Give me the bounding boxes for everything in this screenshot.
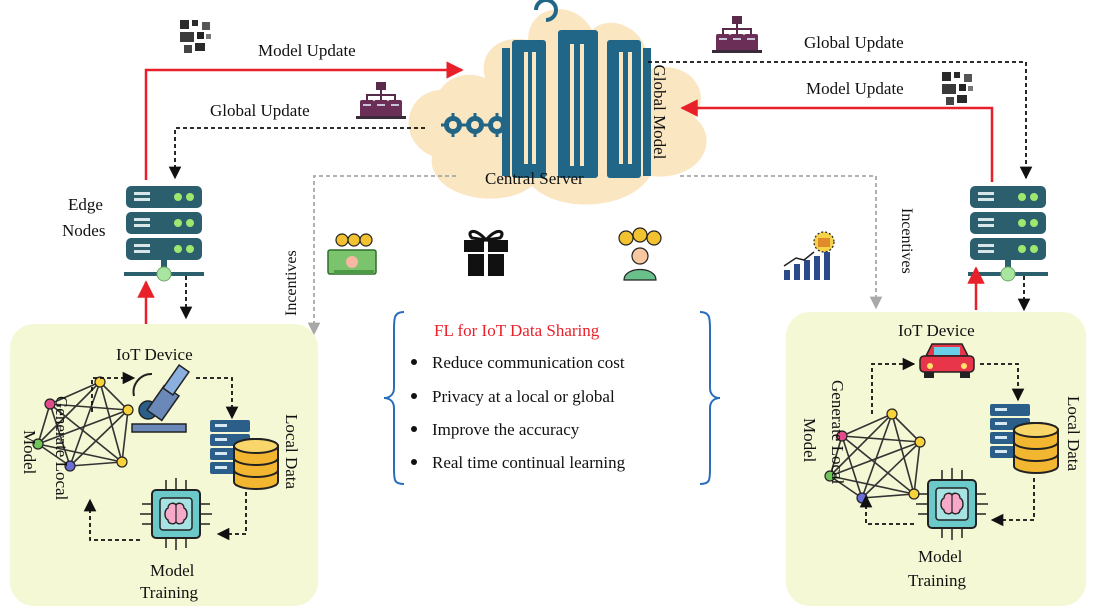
flow-arrow-right-left <box>859 494 914 525</box>
local-data-left-label: Local Data <box>282 414 301 489</box>
local-data-right-label: Local Data <box>1064 396 1083 471</box>
edge-server-icon <box>123 185 205 282</box>
iot-panel-right <box>786 312 1086 606</box>
bullet-3 <box>411 426 417 432</box>
model-training-right-l1: Model <box>918 547 963 566</box>
model-training-left-l2: Training <box>140 583 198 602</box>
right-brace <box>699 311 721 485</box>
bullet-1 <box>411 359 417 365</box>
qr-blocks-icon <box>180 20 211 53</box>
cluster-folders-icon <box>712 16 762 53</box>
model-update-right-label: Model Update <box>806 79 904 98</box>
model-update-arrow-right <box>680 99 994 182</box>
global-update-left-label: Global Update <box>210 101 310 120</box>
flow-arrow-right-right <box>980 363 1025 402</box>
global-update-arrow-left <box>168 127 425 180</box>
flow-arrow-left-bottom <box>216 492 247 541</box>
flow-arrow-left-left <box>83 498 140 541</box>
model-training-left-l1: Model <box>150 561 195 580</box>
fl-item-2: Privacy at a local or global <box>432 387 615 406</box>
edge-server-icon <box>967 185 1049 282</box>
gift-box-icon <box>464 230 508 276</box>
fl-benefits-box: FL for IoT Data Sharing Reduce communica… <box>383 311 721 485</box>
model-training-right-l2: Training <box>908 571 966 590</box>
car-icon <box>919 343 975 378</box>
central-server-label: Central Server <box>485 169 584 188</box>
flow-arrow-left-right <box>196 377 239 420</box>
cluster-folders-icon <box>356 82 406 119</box>
growth-chart-icon <box>783 231 835 280</box>
generate-local-model-right-l1: Generate Local <box>828 380 847 485</box>
microscope-icon <box>131 364 190 433</box>
incentives-left-label: Incentives <box>283 250 300 316</box>
global-update-right-label: Global Update <box>804 33 904 52</box>
money-gift-icon <box>327 233 377 275</box>
left-brace <box>383 311 405 485</box>
server-cluster-icon <box>502 0 651 178</box>
bullet-2 <box>411 393 417 399</box>
iot-device-right-label: IoT Device <box>898 321 975 340</box>
fl-item-4: Real time continual learning <box>432 453 626 472</box>
global-model-label: Global Model <box>650 65 669 160</box>
fl-box-title: FL for IoT Data Sharing <box>434 321 600 340</box>
edge-nodes-label-line1: Edge <box>68 195 103 214</box>
flow-arrow-right-top <box>871 357 916 414</box>
bullet-4 <box>411 459 417 465</box>
gears-icon <box>441 113 509 137</box>
generate-local-model-left-l1: Generate Local <box>52 396 71 501</box>
edge-nodes-label-line2: Nodes <box>62 221 105 240</box>
fl-item-1: Reduce communication cost <box>432 353 625 372</box>
incentives-right-label: Incentives <box>898 208 915 274</box>
model-update-left-label: Model Update <box>258 41 356 60</box>
fl-item-3: Improve the accuracy <box>432 420 580 439</box>
qr-blocks-icon <box>942 72 973 105</box>
generate-local-model-left-l2: Model <box>20 430 39 475</box>
model-update-arrow-left <box>144 61 464 180</box>
flow-arrow-right-bottom <box>990 478 1035 527</box>
iot-device-left-label: IoT Device <box>116 345 193 364</box>
incentives-arrow-right <box>680 175 883 310</box>
global-update-arrow-right <box>648 61 1033 180</box>
person-coins-icon <box>618 227 662 281</box>
incentives-arrow-left <box>307 175 456 336</box>
generate-local-model-right-l2: Model <box>800 418 819 463</box>
